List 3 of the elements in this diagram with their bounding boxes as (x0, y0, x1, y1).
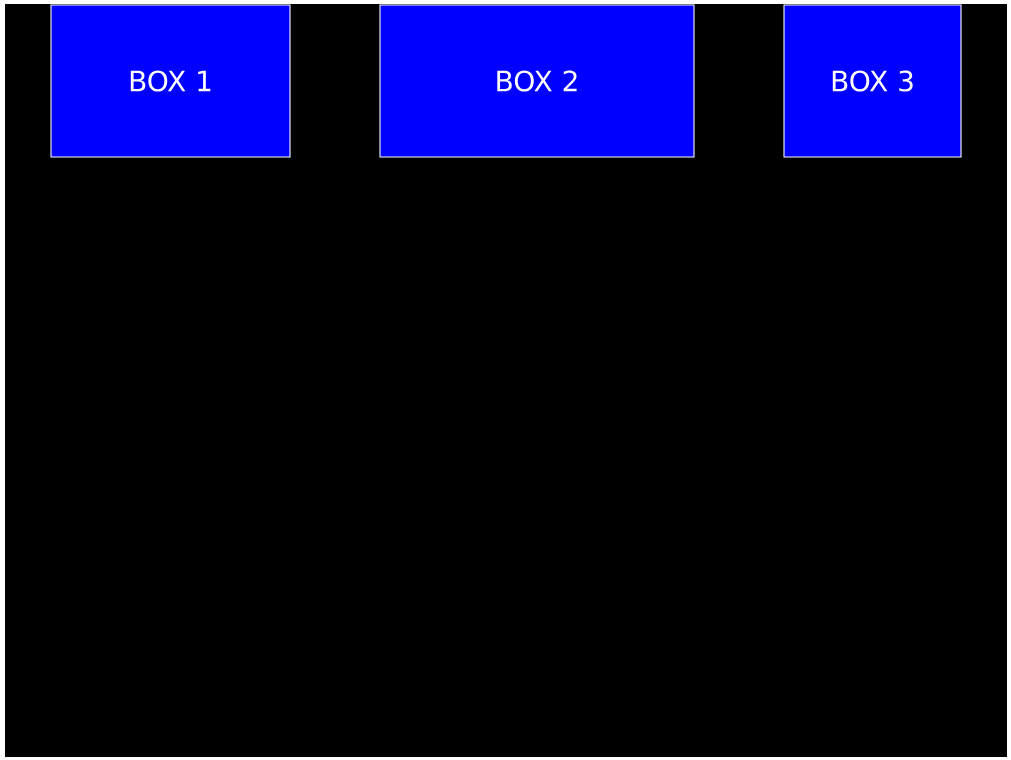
box: BOX 1 (50, 4, 291, 158)
box: BOX 2 (379, 4, 695, 158)
box: BOX 3 (783, 4, 962, 158)
